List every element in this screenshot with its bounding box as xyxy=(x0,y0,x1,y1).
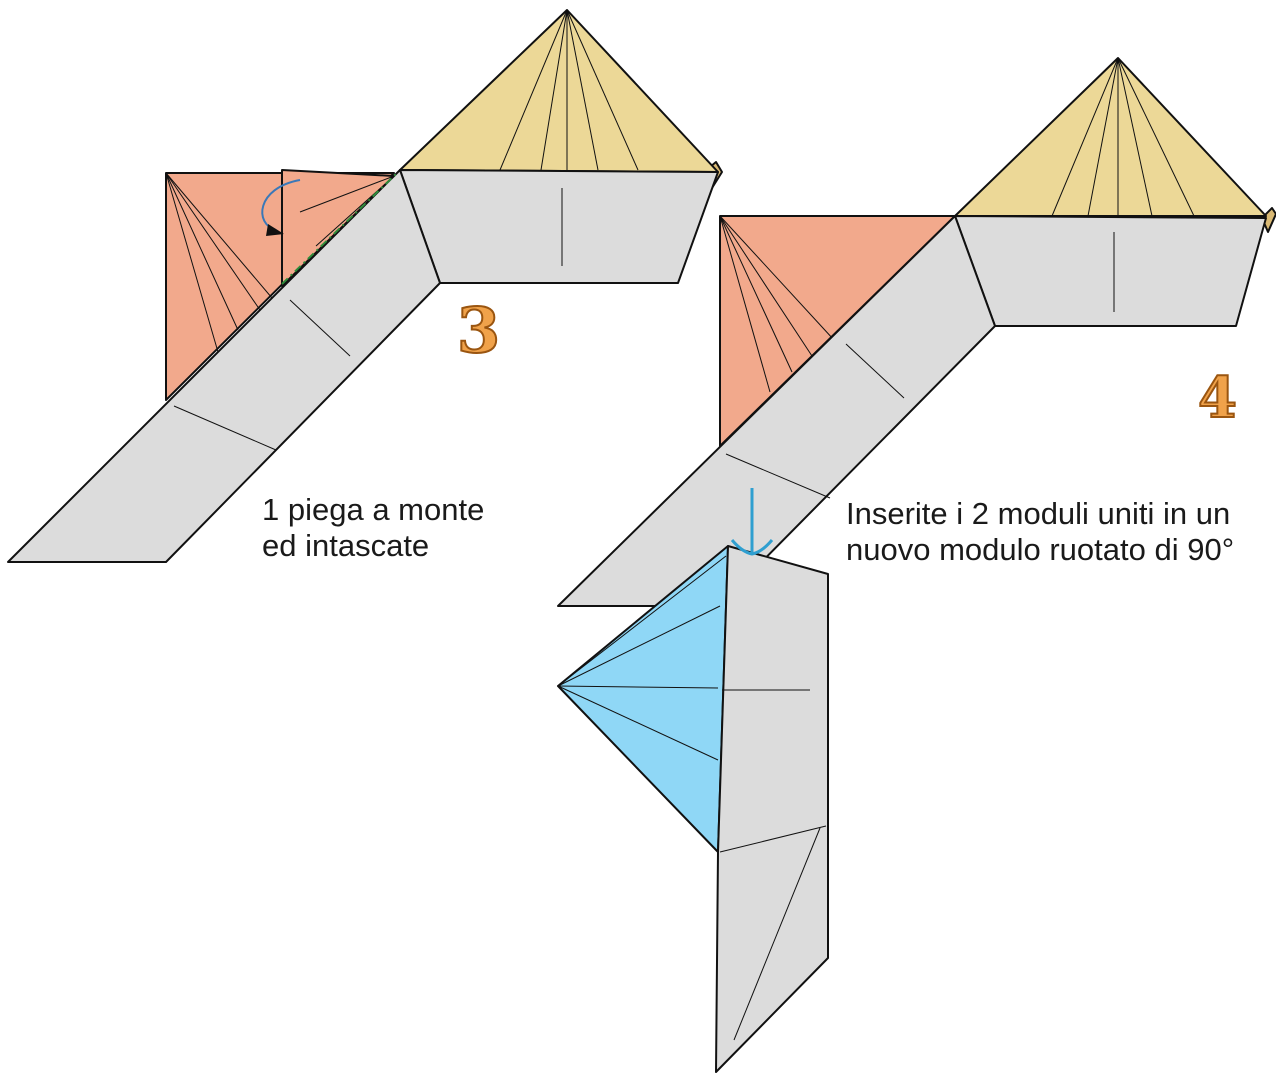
vertical-gray-module-step4 xyxy=(715,545,829,1073)
step-4-caption: Inserite i 2 moduli uniti in un nuovo mo… xyxy=(846,496,1234,568)
insert-arrow-icon xyxy=(730,488,774,556)
step-3-caption-line-1: 1 piega a monte xyxy=(262,492,485,527)
step-4-number: 4 xyxy=(1197,365,1238,431)
step-3-drawing xyxy=(7,9,723,563)
gold-module-step3 xyxy=(399,9,723,189)
step-3-caption: 1 piega a monte ed intascate xyxy=(262,492,484,564)
step-3-caption-line-2: ed intascate xyxy=(262,528,430,563)
fold-arrow-icon xyxy=(261,179,301,236)
step-4-caption-line-2: nuovo modulo ruotato di 90° xyxy=(846,532,1235,567)
gold-module-step4 xyxy=(954,57,1276,233)
mountain-fold-line-icon xyxy=(281,173,397,285)
step-3-number: 3 xyxy=(456,294,501,367)
step-4-caption-line-1: Inserite i 2 moduli uniti in un xyxy=(846,496,1231,531)
gray-strip-step3 xyxy=(7,169,719,563)
step-4-drawing xyxy=(557,57,1276,1073)
